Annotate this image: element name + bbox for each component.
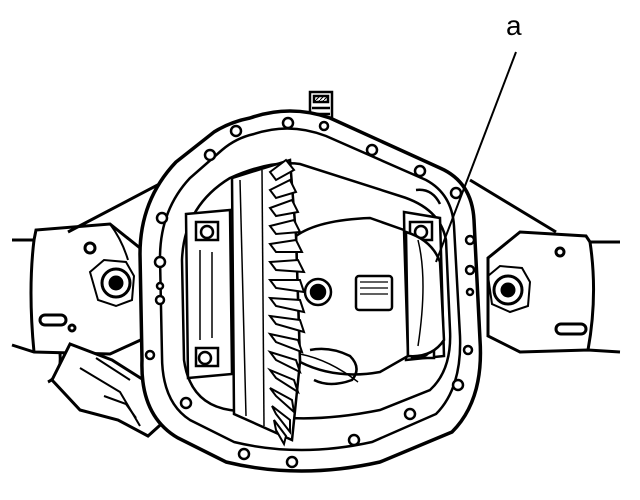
bolt-hole: [464, 264, 476, 276]
bolt-hole: [154, 294, 166, 306]
differential-case: [287, 216, 410, 386]
bolt-hole: [464, 234, 476, 246]
right-axle-tube: [486, 230, 621, 354]
bolt-hole: [413, 164, 427, 178]
bolt-hole: [365, 143, 379, 157]
bolt-hole: [155, 211, 169, 225]
ring-gear-teeth: [267, 158, 306, 447]
bolt-hole: [449, 186, 463, 200]
bolt-hole: [285, 455, 299, 469]
callout-leader-line: [435, 51, 517, 263]
side-shim: [404, 230, 446, 358]
bolt-hole: [462, 344, 474, 356]
bolt-hole: [237, 447, 251, 461]
bolt-hole: [465, 287, 475, 297]
bolt-hole: [179, 396, 193, 410]
bolt-hole: [229, 124, 243, 138]
left-bearing-cap: [184, 208, 234, 380]
cover-bolt-holes: [144, 116, 476, 469]
bolt-hole: [347, 433, 361, 447]
bolt-hole: [144, 349, 156, 361]
callout-label-a: a: [506, 10, 522, 41]
pinion-housing: [50, 342, 170, 438]
bolt-hole: [403, 407, 417, 421]
bolt-hole: [203, 148, 217, 162]
bolt-hole: [281, 116, 295, 130]
bolt-hole: [153, 255, 167, 269]
bolt-hole: [318, 120, 330, 132]
bolt-hole: [451, 378, 465, 392]
